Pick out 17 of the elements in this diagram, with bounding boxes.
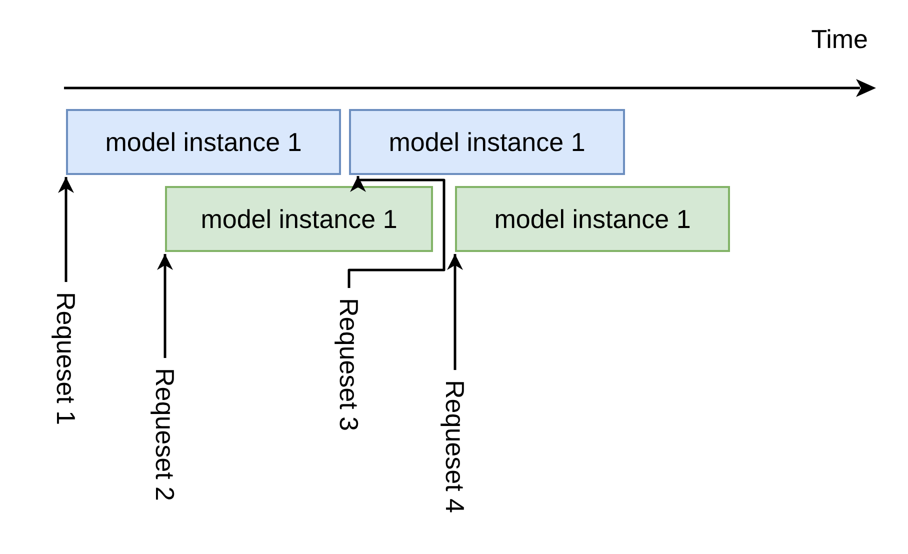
request-label: Requeset 1 bbox=[51, 292, 81, 425]
arrow bbox=[58, 177, 74, 282]
request-label: Requeset 3 bbox=[334, 298, 364, 431]
instance-bar bbox=[66, 109, 341, 175]
instance-bar bbox=[165, 186, 433, 252]
arrow bbox=[447, 254, 463, 370]
request-label: Requeset 2 bbox=[150, 368, 180, 501]
axis-label: Time bbox=[811, 24, 868, 55]
bar-label: model instance 1 bbox=[105, 126, 302, 158]
instance-bar bbox=[349, 109, 625, 175]
arrow bbox=[348, 176, 446, 288]
bar-label: model instance 1 bbox=[388, 126, 586, 158]
arrow bbox=[157, 254, 173, 358]
bar-label: model instance 1 bbox=[200, 204, 398, 234]
request-label: Requeset 4 bbox=[440, 380, 470, 513]
bar-label: model instance 1 bbox=[494, 204, 691, 234]
instance-bar bbox=[455, 186, 730, 252]
